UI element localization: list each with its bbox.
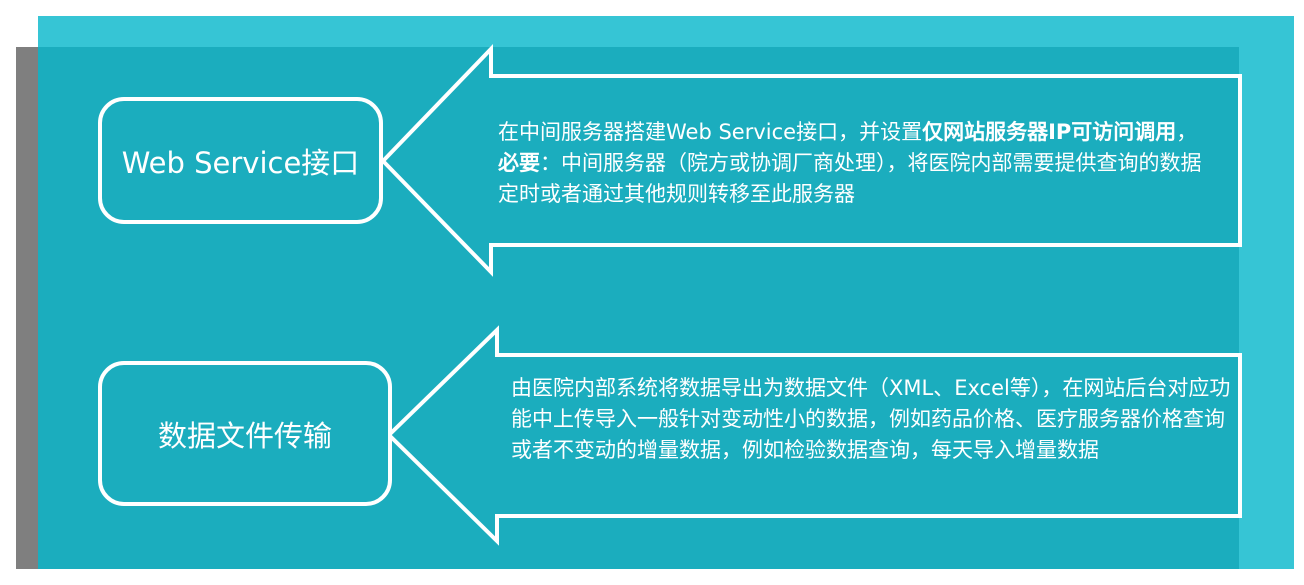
left-arrow-1 <box>380 44 1242 277</box>
desc-1-seg-4-bold: 必要 <box>498 151 540 175</box>
label-data-file-transfer: 数据文件传输 <box>157 418 332 453</box>
label-web-service: Web Service接口 <box>121 145 360 180</box>
left-arrow-2 <box>386 325 1242 546</box>
desc-1-seg-3: ， <box>1176 120 1198 144</box>
desc-2-seg-1: 由医院内部系统将数据导出为数据文件（XML、Excel等），在网站后台对应功能中… <box>511 376 1231 462</box>
side-bar <box>16 47 38 569</box>
label-box-2-border <box>98 361 392 506</box>
description-data-file-transfer: 由医院内部系统将数据导出为数据文件（XML、Excel等），在网站后台对应功能中… <box>511 373 1236 466</box>
desc-1-seg-5: ：中间服务器（院方或协调厂商处理），将医院内部需要提供查询的数据定时或者通过其他… <box>498 151 1202 206</box>
desc-1-seg-1: 在中间服务器搭建Web Service接口，并设置 <box>498 120 923 144</box>
desc-1-seg-2-bold: 仅网站服务器IP可访问调用 <box>922 120 1177 144</box>
label-box-1-border <box>98 97 383 224</box>
description-web-service: 在中间服务器搭建Web Service接口，并设置仅网站服务器IP可访问调用， 必… <box>498 117 1210 210</box>
